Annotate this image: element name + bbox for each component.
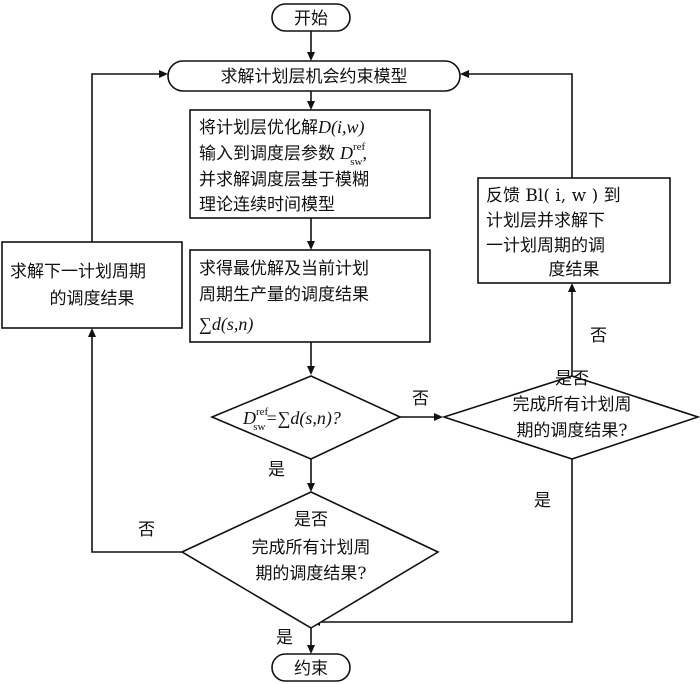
edge-next-to-plan — [91, 73, 162, 242]
right-decision-line3: 期的调度结果? — [516, 421, 627, 441]
edge-labels: 否 是 否 是 是 否 — [138, 326, 607, 648]
input-line3: 并求解调度层基于模糊 — [199, 170, 369, 190]
feedback-line1: 反馈 Bl( i, w ) 到 — [486, 186, 621, 206]
arrow-head — [307, 101, 315, 110]
arrow-head — [88, 328, 96, 337]
feedback-line2: 计划层并求解下 — [486, 211, 605, 231]
start-terminal: 开始 — [271, 3, 351, 32]
feedback-box: 反馈 Bl( i, w ) 到 计划层并求解下 一计划周期的调 度结果 — [477, 177, 671, 284]
result-line2: 周期生产量的调度结果 — [199, 285, 369, 305]
bottom-decision-line1: 是否 — [294, 510, 328, 530]
right-yes-label: 是 — [534, 491, 551, 511]
solve-plan-model-box: 求解计划层机会约束模型 — [167, 60, 461, 92]
end-terminal: 约束 — [271, 653, 351, 682]
bottom-yes-label: 是 — [276, 628, 293, 648]
complete-decision-right-diamond: 是否 完成所有计划周 期的调度结果? — [441, 369, 700, 460]
next-period-box: 求解下一计划周期 的调度结果 — [1, 241, 183, 329]
result-line3: ∑d(s,n) — [199, 314, 253, 335]
compare-yes-label: 是 — [268, 460, 285, 480]
arrow-head — [159, 70, 168, 78]
edge-right-yes — [316, 459, 573, 623]
right-decision-line2: 完成所有计划周 — [513, 395, 632, 415]
next-period-line2: 的调度结果 — [50, 289, 135, 309]
feedback-line3: 一计划周期的调 — [486, 236, 605, 256]
complete-decision-bottom-diamond: 是否 完成所有计划周 期的调度结果? — [180, 491, 440, 629]
arrow-head — [307, 483, 315, 492]
arrow-head — [460, 70, 469, 78]
arrow-head — [307, 52, 315, 61]
bottom-no-label: 否 — [138, 520, 155, 540]
right-decision-line1: 是否 — [555, 369, 589, 389]
feedback-line4: 度结果 — [549, 260, 600, 280]
start-label: 开始 — [294, 9, 328, 29]
next-period-line1: 求解下一计划周期 — [10, 262, 146, 282]
arrow-head — [307, 241, 315, 250]
solve-plan-model-label: 求解计划层机会约束模型 — [221, 67, 408, 87]
arrow-head — [307, 366, 315, 375]
result-line1: 求得最优解及当前计划 — [199, 259, 369, 279]
right-no-label: 否 — [590, 326, 607, 346]
arrow-head — [568, 283, 576, 292]
arrow-head — [307, 645, 315, 654]
input-line1: 将计划层优化解D(i,w) — [199, 117, 365, 138]
connectors — [88, 31, 576, 654]
end-label: 约束 — [294, 659, 328, 679]
bottom-decision-line3: 期的调度结果? — [255, 564, 366, 584]
input-line4: 理论连续时间模型 — [199, 195, 335, 215]
edge-feedback-to-plan — [466, 73, 573, 178]
compare-no-label: 否 — [412, 389, 429, 409]
optimal-result-box: 求得最优解及当前计划 周期生产量的调度结果 ∑d(s,n) — [189, 249, 431, 343]
arrow-head — [434, 413, 443, 421]
bottom-decision-line2: 完成所有计划周 — [252, 538, 371, 558]
edge-bottom-no — [91, 334, 182, 553]
